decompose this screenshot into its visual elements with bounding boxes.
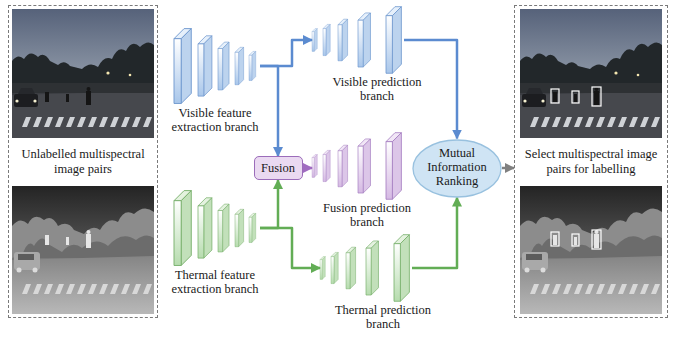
network-branch: Fusion prediction branch bbox=[312, 132, 404, 200]
node-label: Fusion bbox=[261, 161, 295, 175]
ranking-ellipse: Mutual Information Ranking bbox=[412, 139, 502, 198]
node-label: Fusion prediction branch bbox=[312, 201, 422, 230]
flow-arrow bbox=[404, 40, 457, 139]
node-label: Select multispectral image pairs for lab… bbox=[518, 147, 664, 176]
network-branch: Thermal prediction branch bbox=[320, 234, 412, 302]
decoder-layers bbox=[320, 235, 409, 302]
node-label: Visible prediction branch bbox=[322, 75, 432, 104]
decoder-layers bbox=[312, 133, 401, 200]
fusion-box: Fusion bbox=[254, 156, 303, 180]
flow-arrow bbox=[260, 228, 320, 268]
network-branch: Thermal feature extraction branch bbox=[172, 190, 260, 266]
decoder-layers bbox=[312, 7, 401, 74]
node-label: Visible feature extraction branch bbox=[163, 106, 267, 135]
encoder-layers bbox=[174, 29, 256, 104]
node-label: Unlabelled multispectral image pairs bbox=[10, 147, 156, 176]
network-branch: Visible prediction branch bbox=[312, 6, 404, 74]
flow-arrow bbox=[412, 198, 457, 269]
image-pair-panel: Select multispectral image pairs for lab… bbox=[514, 5, 668, 318]
encoder-layers bbox=[174, 191, 256, 266]
image-pair-panel: Unlabelled multispectral image pairs bbox=[8, 5, 158, 318]
flow-arrow bbox=[260, 66, 278, 156]
thermal-image bbox=[12, 186, 154, 314]
flow-arrow bbox=[502, 167, 514, 170]
flow-arrow bbox=[260, 180, 278, 228]
node-label: Thermal feature extraction branch bbox=[163, 268, 267, 297]
thermal-image bbox=[520, 186, 662, 314]
visible-image bbox=[12, 9, 154, 138]
visible-image bbox=[520, 9, 662, 138]
node-label: Thermal prediction branch bbox=[328, 303, 438, 332]
node-label: Mutual Information Ranking bbox=[424, 147, 490, 188]
flow-arrow bbox=[260, 40, 312, 66]
flow-arrow bbox=[303, 167, 313, 170]
network-branch: Visible feature extraction branch bbox=[172, 28, 260, 104]
